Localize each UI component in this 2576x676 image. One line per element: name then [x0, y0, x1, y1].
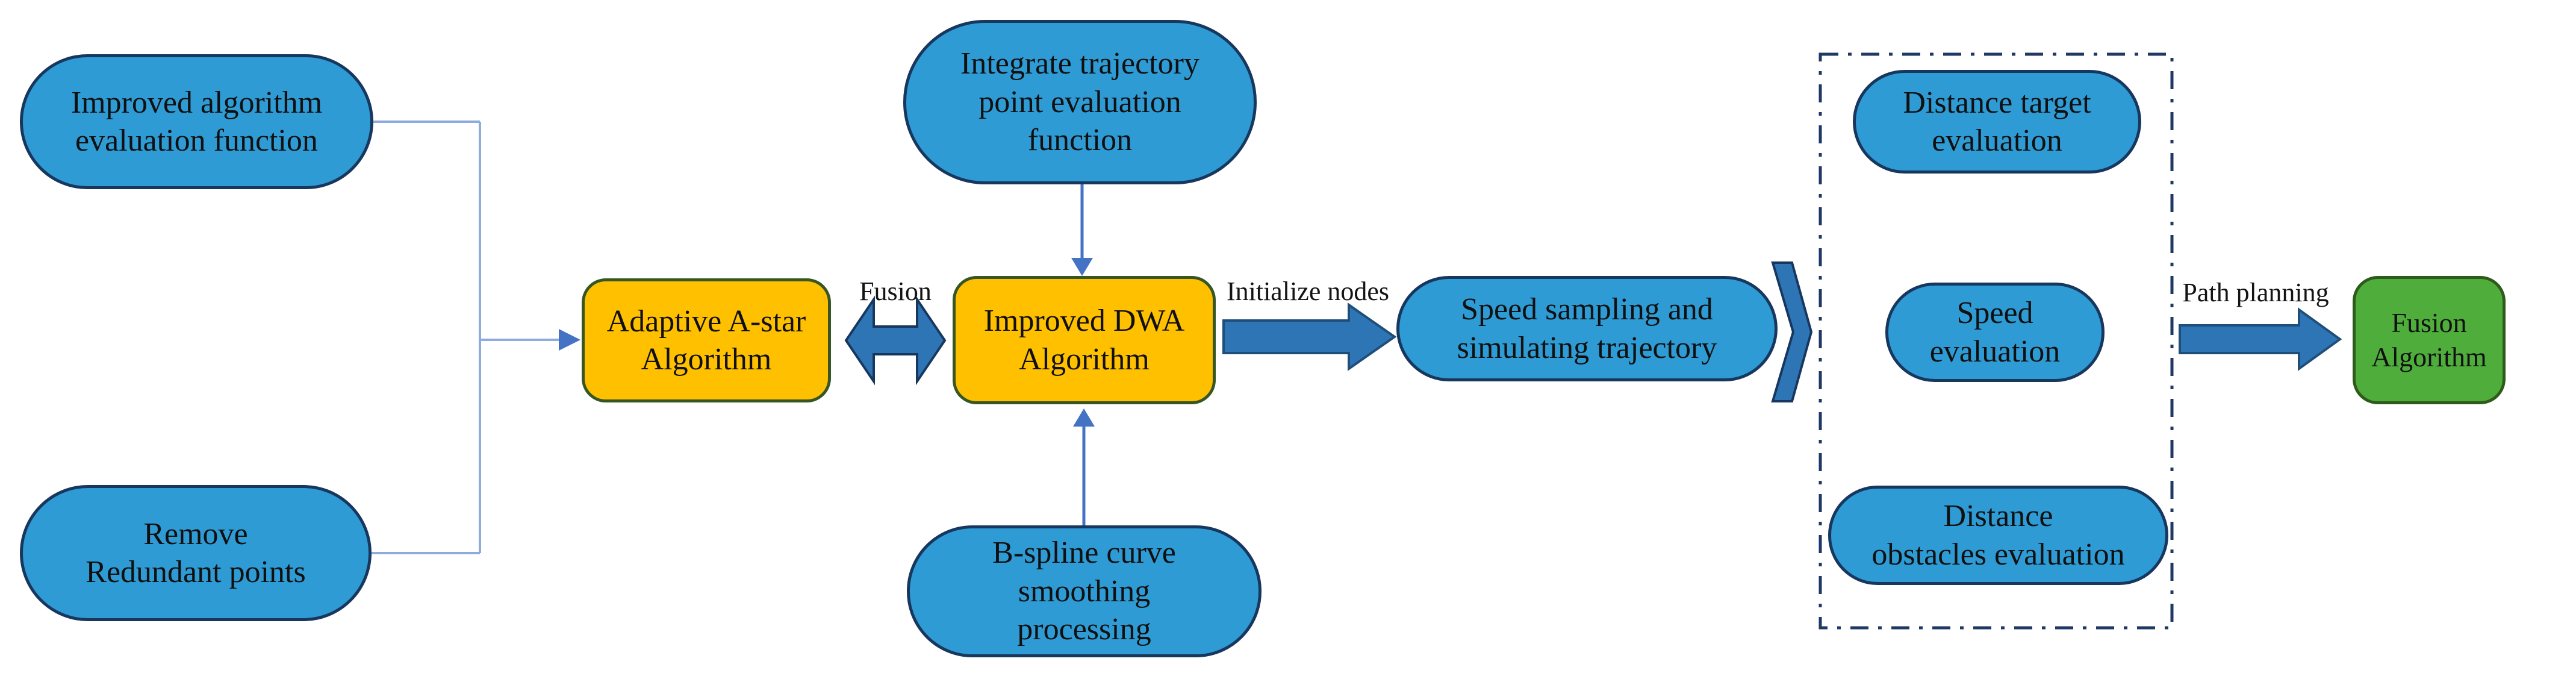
fusion-double-arrow: [844, 295, 947, 386]
node-adaptive-astar-algorithm: Adaptive A-star Algorithm: [582, 278, 831, 402]
edge-label-path-planning: Path planning: [2182, 278, 2329, 307]
elbow-arrowhead: [559, 329, 580, 351]
node-distance-obstacles-evaluation: Distance obstacles evaluation: [1828, 486, 2168, 585]
edge-label-fusion: Fusion: [859, 277, 932, 306]
node-integrate-trajectory-function: Integrate trajectory point evaluation fu…: [903, 20, 1257, 184]
initialize-nodes-arrow: [1222, 302, 1397, 371]
node-distance-target-evaluation: Distance target evaluation: [1853, 70, 2141, 174]
edge-label-initialize-nodes: Initialize nodes: [1226, 277, 1389, 306]
evaluation-group-box: [1818, 52, 2174, 630]
node-speed-evaluation: Speed evaluation: [1885, 283, 2105, 382]
node-fusion-algorithm: Fusion Algorithm: [2353, 276, 2506, 404]
bspline-to-dwa-arrowhead: [1073, 408, 1095, 427]
node-improved-algorithm-evaluation: Improved algorithm evaluation function: [20, 54, 373, 189]
elbow-connector-line: [372, 120, 564, 554]
node-improved-dwa-algorithm: Improved DWA Algorithm: [953, 276, 1216, 404]
chevron-shape: [1771, 261, 1813, 402]
node-remove-redundant-points: Remove Redundant points: [20, 485, 372, 621]
node-speed-sampling: Speed sampling and simulating trajectory: [1396, 276, 1778, 381]
node-bspline-smoothing: B-spline curve smoothing processing: [907, 525, 1262, 657]
path-planning-arrow: [2179, 307, 2342, 371]
integrate-to-dwa-arrowhead: [1071, 258, 1093, 276]
